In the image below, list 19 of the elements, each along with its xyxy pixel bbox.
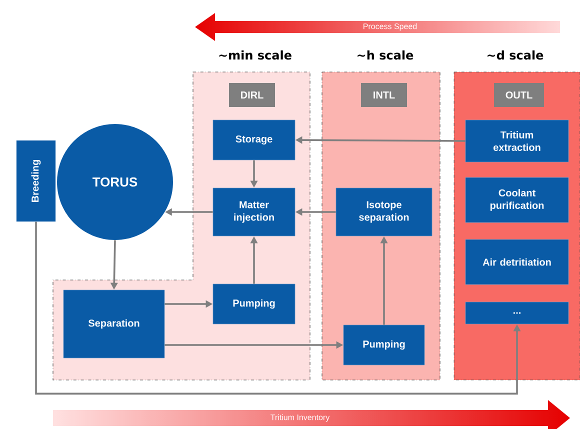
- process-box: ...: [465, 302, 569, 324]
- scale-tag: DIRL: [229, 83, 275, 107]
- scale-heading: ∼d scale: [488, 50, 544, 60]
- process-box: Breeding: [16, 140, 56, 222]
- process-box: Air detritiation: [465, 239, 569, 285]
- process-box: Coolant purification: [465, 177, 569, 223]
- scale-tag: OUTL: [494, 83, 544, 107]
- process-box: Tritium extraction: [465, 120, 569, 162]
- process-box: Pumping: [343, 324, 425, 366]
- scale-heading: ∼h scale: [358, 50, 414, 60]
- arrow-label: Tritium Inventory: [270, 414, 330, 422]
- process-box: Matter injection: [212, 188, 296, 236]
- arrow-label: Process Speed: [364, 23, 417, 31]
- process-box: Pumping: [212, 284, 296, 324]
- scale-heading: ∼min scale: [219, 50, 292, 60]
- process-box: Storage: [212, 120, 296, 160]
- scale-tag: INTL: [361, 83, 407, 107]
- process-box: Separation: [63, 290, 165, 358]
- process-box: Isotope separation: [336, 188, 432, 236]
